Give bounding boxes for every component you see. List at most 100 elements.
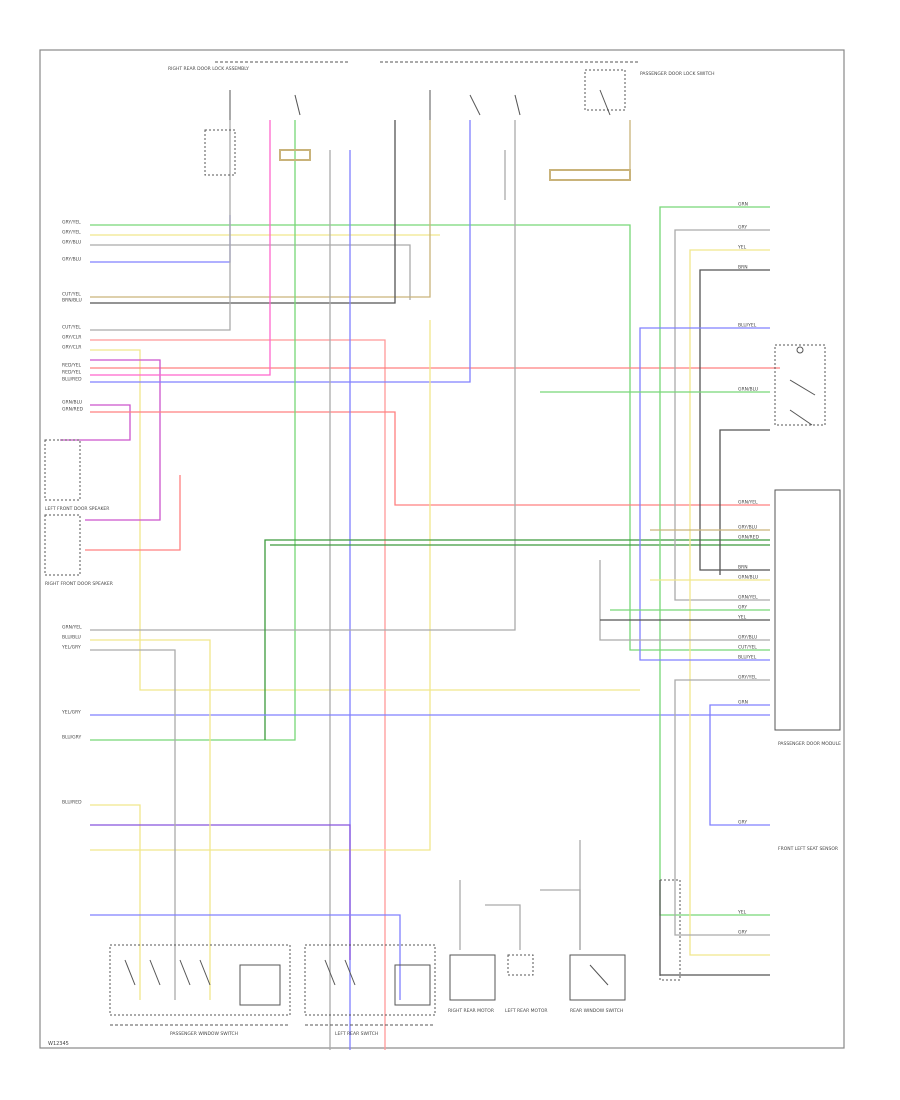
right-wire-label: BLU/YEL: [738, 655, 757, 661]
wire-blue-top: [90, 215, 231, 263]
wire-yellow-right: [689, 249, 770, 956]
right-wire-labels: GRN GRY YEL BRN BLU/YEL GRN/BLU GRN/YEL GRY/BLU…: [737, 202, 759, 936]
wire-gray-right: [674, 229, 770, 601]
right-wire-label: GRY/BLU: [738, 525, 757, 531]
left-wire-label: YEL/GRY: [61, 645, 81, 651]
wire-green-vert: [90, 120, 296, 741]
wire-yellow-low: [90, 804, 141, 1000]
label-right-rear-lock: RIGHT REAR DOOR LOCK ASSEMBLY: [168, 66, 249, 72]
wires: [60, 120, 780, 1050]
wire-gray-bottom2: [485, 904, 521, 950]
wire-dark-right2: [719, 429, 770, 575]
left-wire-label: YEL/GRY: [61, 710, 81, 716]
label-left-rear-motor: LEFT REAR MOTOR: [505, 1008, 548, 1014]
front-seat-sensor-box: [659, 879, 681, 981]
wire-blue-right2: [709, 704, 770, 826]
wire-green-right: [659, 206, 770, 916]
wire-green-top: [90, 224, 770, 651]
right-wire-label: YEL: [737, 910, 747, 916]
wire-pink-3: [90, 120, 271, 376]
right-wire-label: GRN/YEL: [738, 500, 758, 506]
left-wire-label: BRN/BLU: [62, 298, 82, 304]
right-wire-label: BRN: [738, 265, 748, 271]
left-wire-label: BLU/BLU: [62, 635, 81, 641]
wire-labels: GRY/YELGRY/YELGRY/BLUGRY/BLUCUT/YELBRN/B…: [61, 202, 759, 936]
left-wire-label: RED/YEL: [62, 370, 82, 376]
label-left-front-speaker: LEFT FRONT DOOR SPEAKER: [45, 506, 109, 512]
left-wire-label: GRY/BLU: [62, 240, 81, 246]
wire-violet-low: [90, 824, 351, 960]
wire-blue-bottom: [90, 914, 401, 1000]
wire-pink-2: [90, 339, 386, 1050]
right-wire-label: YEL: [737, 615, 747, 621]
wire-red-4: [85, 475, 181, 551]
wire-yellow-3: [90, 639, 211, 1000]
left-wire-label: CUT/YEL: [62, 292, 81, 298]
left-rear-motor-box: [507, 954, 534, 976]
left-wire-label: BLU/GRY: [62, 735, 82, 741]
label-passenger-window-switch: PASSENGER WINDOW SWITCH: [170, 1031, 238, 1037]
left-wire-label: GRN/YEL: [62, 625, 82, 631]
wire-violet-3: [60, 404, 131, 441]
right-wire-label: GRY/YEL: [738, 675, 757, 681]
wire-gray-mid: [599, 560, 770, 641]
wire-yellow-2: [90, 349, 640, 691]
passenger-window-switch-box: [109, 944, 291, 1016]
right-wire-label: GRN/BLU: [738, 575, 758, 581]
wire-gray-vert2: [90, 120, 516, 631]
wire-blue-right: [639, 327, 770, 661]
right-wire-label: BRN: [738, 565, 748, 571]
right-wire-label: GRN: [738, 700, 748, 706]
left-wire-label: GRY/CLR: [62, 345, 81, 351]
component-labels: RIGHT REAR DOOR LOCK ASSEMBLY PASSENGER …: [45, 66, 841, 1037]
left-wire-label: GRN/BLU: [62, 400, 82, 406]
left-front-speaker-box: [44, 439, 81, 501]
wire-red-3: [90, 411, 770, 506]
passenger-door-module-box: [774, 489, 841, 731]
wire-gray-3: [90, 649, 176, 1000]
left-front-lock-box: [279, 149, 311, 161]
right-wire-label: GRN: [738, 202, 748, 208]
label-passenger-door-module: PASSENGER DOOR MODULE: [778, 741, 841, 747]
wire-gray-right3: [674, 679, 770, 936]
passenger-switch-box: [549, 169, 631, 181]
wire-gray-bottom3: [540, 889, 581, 950]
right-wire-label: GRN/YEL: [738, 595, 758, 601]
right-wire-label: GRY: [738, 820, 747, 826]
left-wire-label: RED/YEL: [62, 363, 82, 369]
left-wire-label: GRY/YEL: [62, 220, 81, 226]
left-wire-label: GRY/YEL: [62, 230, 81, 236]
label-rear-window-switch: REAR WINDOW SWITCH: [570, 1008, 623, 1014]
wire-darkgreen-bus: [264, 539, 770, 740]
label-right-rear-motor: RIGHT REAR MOTOR: [448, 1008, 494, 1014]
right-switch-contact: [796, 346, 804, 354]
left-wire-label: BLU/RED: [62, 377, 82, 383]
right-rear-lock-box: [204, 129, 236, 176]
right-wire-label: CUT/YEL: [738, 645, 757, 651]
right-wire-label: GRY: [738, 225, 747, 231]
wire-dark-right: [699, 269, 770, 571]
footer-code: W12345: [48, 1041, 69, 1047]
right-wire-label: GRY/BLU: [738, 635, 757, 641]
wire-gray-top: [90, 244, 411, 300]
label-passenger-lock-switch: PASSENGER DOOR LOCK SWITCH: [640, 71, 714, 77]
bottom-switch-contacts: [124, 959, 431, 1006]
label-left-rear-switch: LEFT REAR SWITCH: [335, 1031, 378, 1037]
left-wire-label: CUT/YEL: [62, 325, 81, 331]
top-switch-group: [229, 89, 611, 120]
wire-gray-2: [90, 120, 231, 331]
left-wire-labels: GRY/YELGRY/YELGRY/BLUGRY/BLUCUT/YELBRN/B…: [61, 220, 83, 806]
components: [44, 61, 841, 1026]
wire-blue-long: [90, 120, 471, 383]
wire-dark-right3: [659, 880, 770, 976]
label-right-front-speaker: RIGHT FRONT DOOR SPEAKER: [45, 581, 113, 587]
wire-dark-1: [90, 120, 396, 304]
label-front-left-seat-sensor: FRONT LEFT SEAT SENSOR: [778, 846, 838, 852]
diagram-frame: [39, 49, 845, 1049]
left-wire-label: GRN/RED: [62, 407, 83, 413]
wire-tan-1: [90, 120, 431, 298]
wire-yellow-vert: [90, 320, 431, 851]
right-wire-label: BLU/YEL: [738, 323, 757, 329]
right-assembly-box: [584, 69, 626, 111]
left-wire-label: GRY/BLU: [62, 257, 81, 263]
